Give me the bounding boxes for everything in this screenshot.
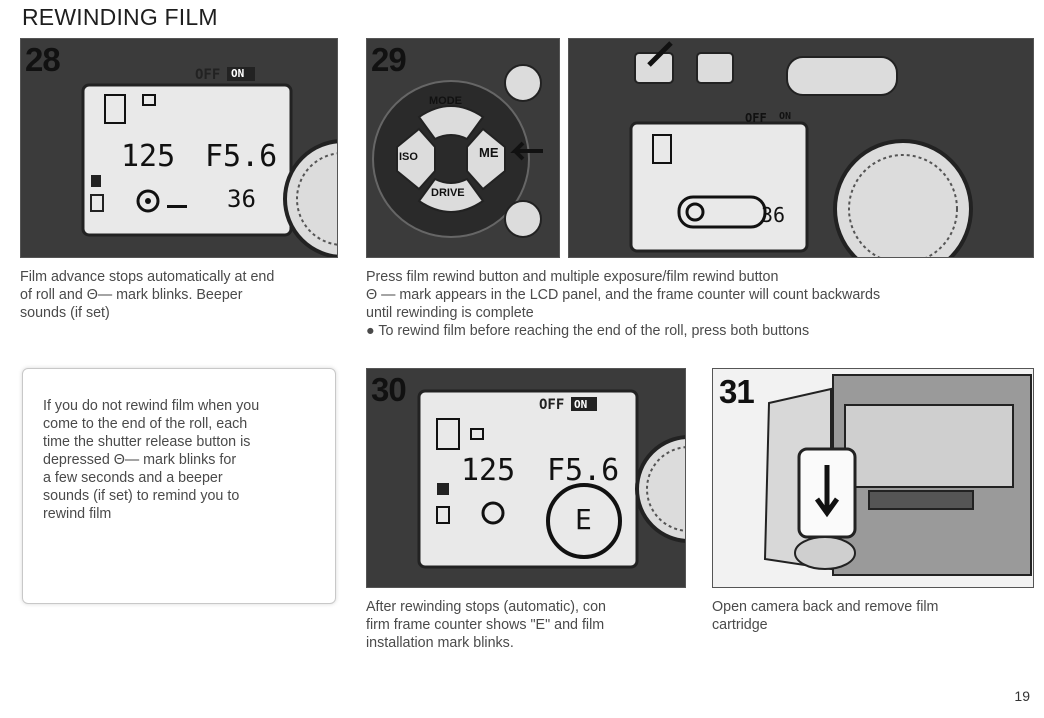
lcd-on-label: ON <box>574 398 588 411</box>
figure-28: 28 OFF ON 125 F5.6 36 <box>20 38 338 258</box>
iso-button: ISO <box>399 151 418 163</box>
mode-button: MODE <box>429 95 462 107</box>
caption-29: Press film rewind button and multiple ex… <box>366 269 881 339</box>
lcd-frame-counter: 36 <box>761 203 786 227</box>
lcd-off-label: OFF <box>195 67 221 83</box>
figure-29-buttons: 29 MODE ISO ME DRIVE <box>366 38 560 258</box>
lcd-panel-illustration <box>367 369 685 587</box>
lcd-on-label: ON <box>779 111 792 122</box>
figure-number: 30 <box>371 371 407 408</box>
page-title: REWINDING FILM <box>22 4 218 30</box>
caption-31: Open camera back and remove film cartrid… <box>712 599 939 633</box>
figure-29-lcd: OFF ON 36 <box>568 38 1034 258</box>
figure-30: 30 OFF ON 125 F5.6 E <box>366 368 686 588</box>
caption-28: Film advance stops automatically at end … <box>20 269 275 321</box>
control-buttons-illustration <box>367 39 559 257</box>
lcd-panel-illustration <box>21 39 337 257</box>
figure-number: 28 <box>25 41 61 78</box>
caption-30: After rewinding stops (automatic), con f… <box>366 599 606 651</box>
drive-button: DRIVE <box>431 187 465 199</box>
lcd-shutter-speed: 125 <box>461 453 516 488</box>
lcd-frame-counter: E <box>575 503 592 536</box>
lcd-aperture: F5.6 <box>205 139 278 174</box>
figure-31: 31 <box>712 368 1034 588</box>
lcd-shutter-speed: 125 <box>121 139 176 174</box>
warning-note-box: If you do not rewind film when you come … <box>22 368 336 604</box>
camera-top-illustration <box>569 39 1033 257</box>
figure-number: 29 <box>371 41 407 78</box>
lcd-off-label: OFF <box>539 397 565 413</box>
film-cartridge-illustration <box>713 369 1033 587</box>
page-number: 19 <box>1014 688 1030 704</box>
lcd-frame-counter: 36 <box>227 185 256 213</box>
figure-number: 31 <box>719 373 755 410</box>
lcd-on-label: ON <box>231 67 245 80</box>
lcd-off-label: OFF <box>745 111 767 125</box>
lcd-aperture: F5.6 <box>547 453 620 488</box>
me-button: ME <box>479 145 499 160</box>
